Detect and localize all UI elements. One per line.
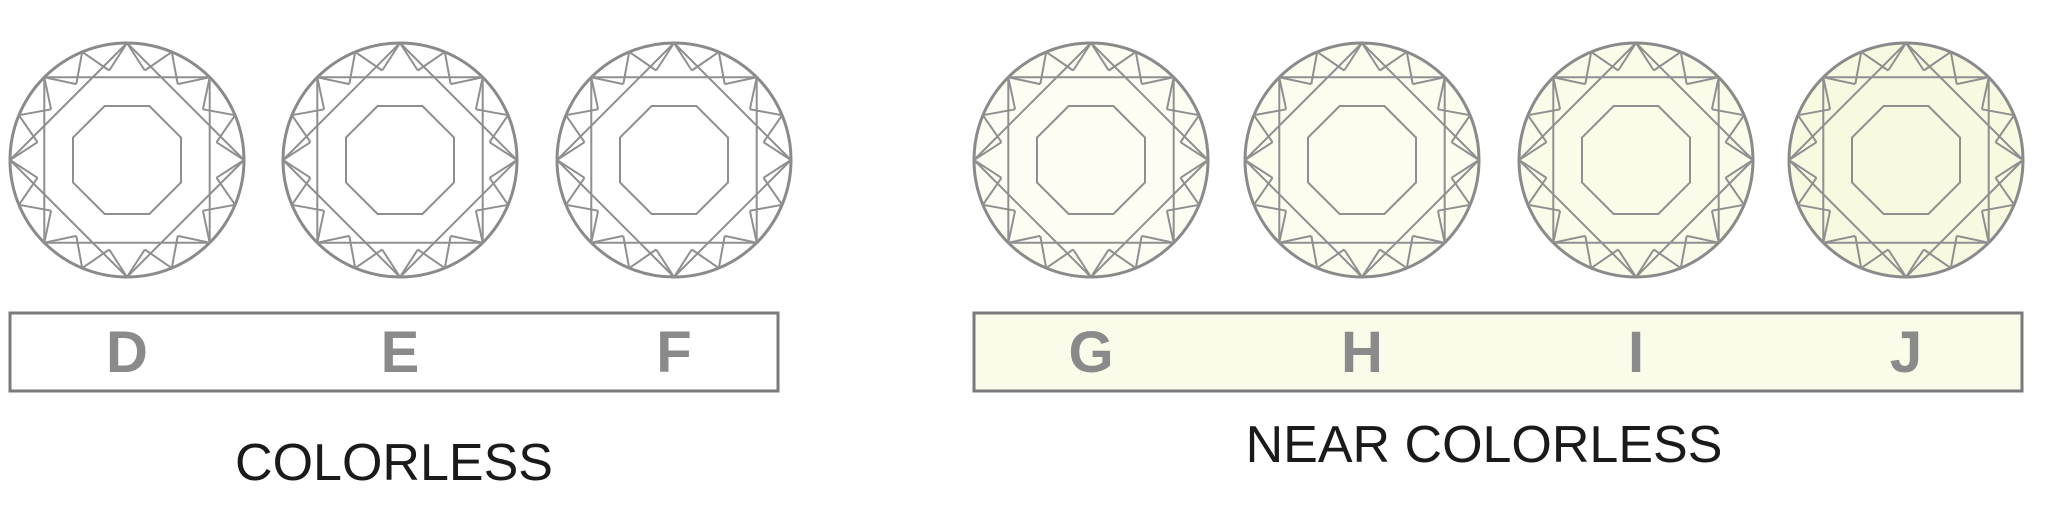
- colorless-grade-box: [8, 311, 780, 393]
- diamond-table: [1851, 105, 1961, 215]
- diamond-facets: [556, 42, 792, 278]
- diamond-icon: [555, 41, 793, 279]
- diamond-d: [8, 41, 246, 279]
- diamond-icon: [1517, 41, 1755, 279]
- diamond-f: [555, 41, 793, 279]
- diamond-table: [1307, 105, 1417, 215]
- diamond-facets: [1518, 42, 1754, 278]
- grade-letter-e: E: [381, 320, 420, 385]
- diamond-i: [1517, 41, 1755, 279]
- colorless-group: D E F COLORLESS: [8, 41, 793, 492]
- diamond-table: [345, 105, 455, 215]
- diamond-table: [1581, 105, 1691, 215]
- diamond-icon: [1243, 41, 1481, 279]
- diamond-icon: [972, 41, 1210, 279]
- diamond-g: [972, 41, 1210, 279]
- diamond-j: [1787, 41, 2025, 279]
- diamond-facets: [1244, 42, 1480, 278]
- grade-letter-f: F: [656, 320, 691, 385]
- diamond-h: [1243, 41, 1481, 279]
- grade-letter-d: D: [106, 320, 148, 385]
- diamond-icon: [8, 41, 246, 279]
- grade-letter-j: J: [1890, 320, 1922, 385]
- diamond-table: [72, 105, 182, 215]
- diamond-icon: [281, 41, 519, 279]
- diamond-table: [1036, 105, 1146, 215]
- diamond-e: [281, 41, 519, 279]
- diamond-facets: [9, 42, 245, 278]
- diamond-icon: [1787, 41, 2025, 279]
- diamond-table: [619, 105, 729, 215]
- near-colorless-grade-box: [972, 311, 2024, 393]
- diamond-facets: [282, 42, 518, 278]
- near-colorless-group: G H I J NEAR COLORLESS: [972, 41, 2025, 474]
- grade-letter-i: I: [1628, 320, 1644, 385]
- colorless-caption: COLORLESS: [235, 434, 553, 492]
- near-colorless-caption: NEAR COLORLESS: [1246, 416, 1723, 474]
- diamond-facets: [1788, 42, 2024, 278]
- diamond-facets: [973, 42, 1209, 278]
- grade-letter-g: G: [1068, 320, 1113, 385]
- grade-letter-h: H: [1341, 320, 1383, 385]
